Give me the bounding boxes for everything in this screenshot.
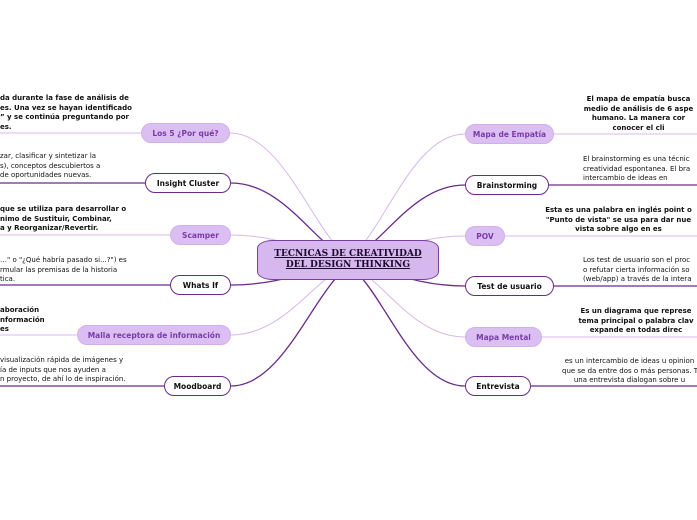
desc-line: medio de análisis de 6 aspe bbox=[583, 104, 694, 113]
desc-line: nformación bbox=[0, 315, 45, 324]
node-moodboard[interactable]: Moodboard bbox=[164, 376, 231, 396]
desc-line: o refutar cierta información so bbox=[583, 265, 690, 274]
desc-line: zar, clasificar y sintetizar la bbox=[0, 152, 97, 160]
desc-line: es. bbox=[0, 122, 12, 131]
desc-line: da durante la fase de análisis de bbox=[0, 94, 129, 102]
desc-line: El mapa de empatía busca bbox=[586, 95, 691, 103]
node-empatia[interactable]: Mapa de Empatía bbox=[465, 124, 554, 144]
node-scamper[interactable]: Scamper bbox=[170, 225, 231, 245]
desc-line: …" o "¿Qué habría pasado si...?") es bbox=[0, 256, 127, 264]
desc-line: vista sobre algo en es bbox=[575, 225, 662, 233]
node-mapamental[interactable]: Mapa Mental bbox=[465, 327, 542, 347]
desc-line: Es un diagrama que represe bbox=[580, 307, 692, 315]
desc-line: n proyecto, de ahí lo de inspiración. bbox=[0, 375, 126, 383]
desc-line: aboración bbox=[0, 306, 40, 314]
desc-line: conocer el cli bbox=[612, 123, 665, 132]
desc-line: a y Reorganizar/Revertir. bbox=[0, 224, 99, 232]
desc-line: nimo de Sustituir, Combinar, bbox=[0, 214, 112, 223]
node-insight[interactable]: Insight Cluster bbox=[145, 173, 231, 193]
desc-line: intercambio de ideas en bbox=[583, 174, 668, 182]
desc-line: tica. bbox=[0, 275, 16, 283]
central-topic[interactable]: TECNICAS DE CREATIVIDAD DEL DESIGN THINK… bbox=[257, 240, 439, 280]
central-topic-label: TECNICAS DE CREATIVIDAD DEL DESIGN THINK… bbox=[274, 249, 422, 270]
connector-entrevista bbox=[335, 261, 466, 387]
desc-line: es un intercambio de ideas u opinion bbox=[564, 357, 695, 365]
desc-line: El brainstorming es una técnic bbox=[583, 155, 690, 163]
desc-line: que se utiliza para desarrollar o bbox=[0, 205, 127, 213]
node-testusuario[interactable]: Test de usuario bbox=[465, 276, 554, 296]
connector-moodboard bbox=[230, 261, 363, 387]
desc-pov: Esta es una palabra en inglés point o"Pu… bbox=[540, 206, 697, 235]
desc-line: (web/app) a través de la intera bbox=[583, 275, 692, 283]
node-los5[interactable]: Los 5 ¿Por qué? bbox=[141, 123, 230, 143]
desc-line: expande en todas direc bbox=[589, 326, 683, 334]
desc-line: que se da entre dos o más personas. T bbox=[562, 366, 697, 375]
desc-line: una entrevista dialogan sobre u bbox=[573, 376, 686, 384]
desc-line: humano. La manera cor bbox=[591, 114, 686, 122]
node-whatsif[interactable]: Whats If bbox=[170, 275, 231, 295]
desc-line: ” y se continúa preguntando por bbox=[0, 113, 129, 121]
desc-line: visualización rápida de imágenes y bbox=[0, 356, 124, 364]
node-brainstorming[interactable]: Brainstorming bbox=[465, 175, 549, 195]
desc-line: s), conceptos descubiertos a bbox=[0, 161, 101, 170]
desc-line: ía de inputs que nos ayuden a bbox=[0, 365, 106, 374]
desc-line: "Punto de vista" se usa para dar nue bbox=[545, 215, 692, 224]
desc-line: Esta es una palabra en inglés point o bbox=[545, 206, 692, 214]
desc-line: rmular las premisas de la historia bbox=[0, 265, 118, 274]
desc-line: Los test de usuario son el proc bbox=[583, 256, 691, 264]
node-malla[interactable]: Malla receptora de información bbox=[77, 325, 231, 345]
desc-line: es bbox=[0, 325, 9, 333]
desc-line: creatividad espontanea. El bra bbox=[583, 164, 691, 173]
desc-line: de oportunidades nuevas. bbox=[0, 171, 92, 179]
desc-line: tema principal o palabra clav bbox=[578, 316, 694, 325]
desc-line: es. Una vez se hayan identificado bbox=[0, 103, 132, 112]
node-entrevista[interactable]: Entrevista bbox=[465, 376, 531, 396]
node-pov[interactable]: POV bbox=[465, 226, 505, 246]
